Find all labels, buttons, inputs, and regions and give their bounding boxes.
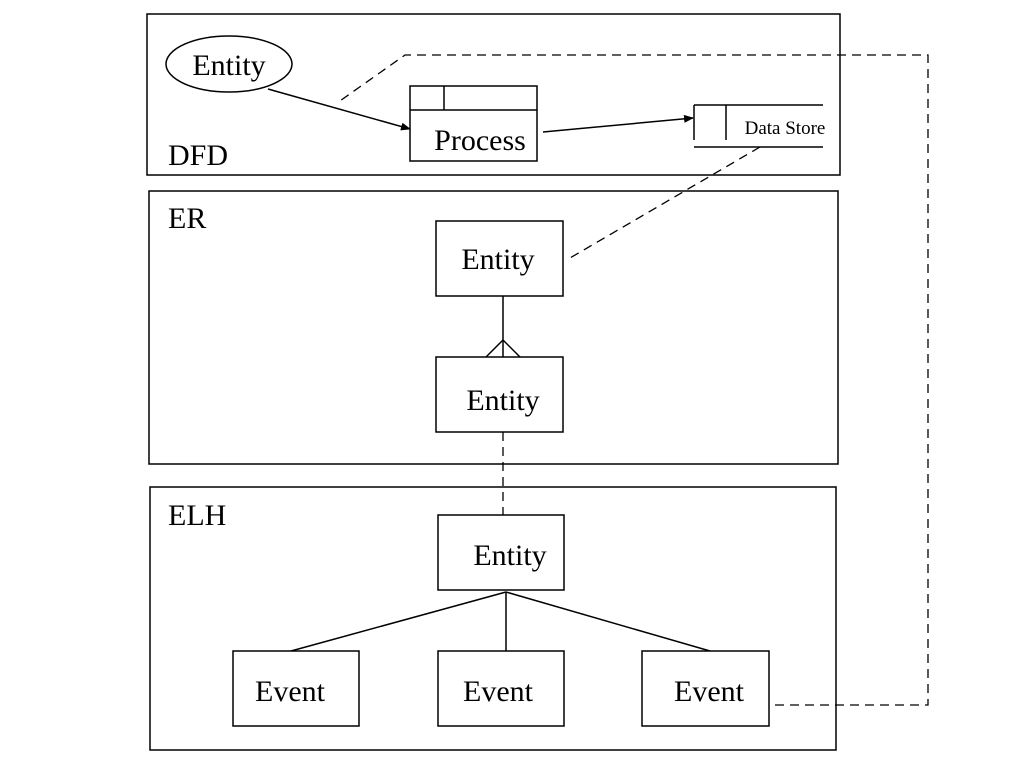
er-entity-top-label: Entity — [461, 243, 534, 276]
elh-event-1[interactable]: Event — [232, 650, 360, 727]
er-entity-bottom-label: Entity — [466, 384, 539, 417]
elh-entity[interactable]: Entity — [437, 514, 565, 591]
er-panel: ER Entity Entity — [148, 190, 839, 465]
elh-event-2[interactable]: Event — [437, 650, 565, 727]
elh-section-label: ELH — [168, 499, 226, 532]
er-entity-top[interactable]: Entity — [435, 220, 564, 297]
er-entity-bottom[interactable]: Entity — [435, 356, 564, 433]
dfd-external-entity-label: Entity — [192, 49, 265, 82]
dfd-panel: DFD Entity Process Data Store — [146, 13, 841, 176]
link-event-to-process — [336, 54, 929, 706]
dfd-data-store[interactable]: Data Store — [693, 104, 826, 148]
elh-panel: ELH Entity Event Event Event — [149, 486, 837, 751]
er-section-label: ER — [168, 202, 206, 235]
dfd-panel-border — [146, 13, 841, 176]
elh-event-2-label: Event — [463, 675, 534, 708]
dfd-process-label: Process — [434, 124, 526, 157]
link-data-store-to-er-entity — [569, 146, 761, 259]
elh-entity-label: Entity — [473, 539, 546, 572]
flow-process-to-data-store — [542, 114, 694, 133]
er-relationship-crows-foot — [485, 296, 521, 358]
dfd-external-entity[interactable]: Entity — [165, 35, 293, 93]
elh-event-3[interactable]: Event — [641, 650, 770, 727]
elh-event-3-label: Event — [674, 675, 745, 708]
er-panel-border — [148, 190, 839, 465]
dfd-section-label: DFD — [168, 139, 228, 172]
elh-tree-branches — [290, 591, 711, 652]
flow-entity-to-process — [267, 88, 411, 131]
dfd-data-store-label: Data Store — [745, 118, 826, 139]
elh-panel-border — [149, 486, 837, 751]
dfd-process[interactable]: Process — [409, 85, 538, 162]
elh-event-1-label: Event — [255, 675, 326, 708]
